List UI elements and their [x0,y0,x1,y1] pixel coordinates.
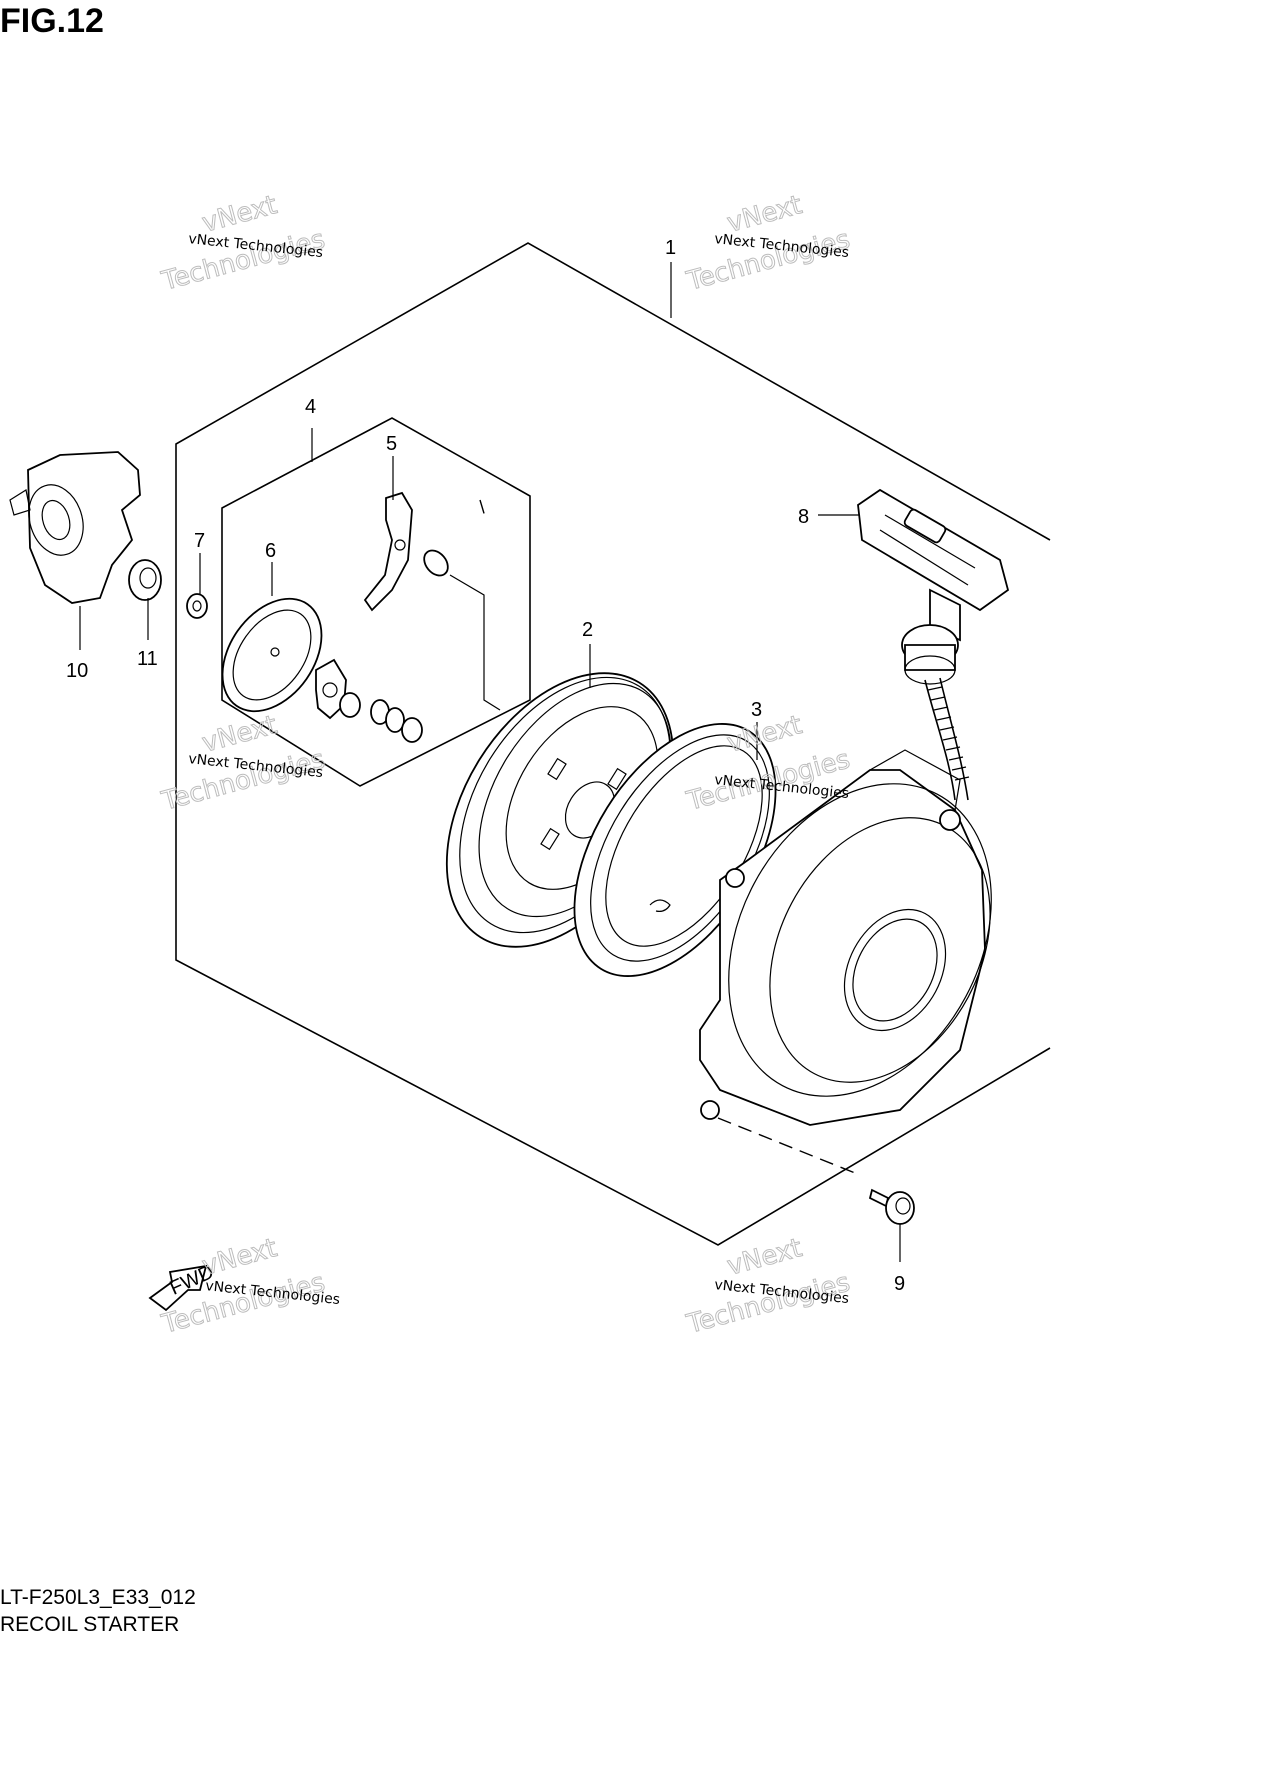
callout-11: 11 [137,648,158,670]
assembly-frame [175,242,1051,1246]
watermark-top-left: vNext Technologies vNext Technologies [158,190,329,298]
svg-text:Technologies: Technologies [158,745,328,817]
small-parts-stack [315,658,423,743]
watermark-top-right: vNext Technologies vNext Technologies [683,190,854,298]
leader-lines [79,262,901,1262]
part-5-ratchet-pawl [363,491,449,612]
part-6-friction-plate [221,597,323,713]
part-11-nut [128,559,162,601]
part-10-drive-cup [9,451,141,604]
starter-case [699,749,992,1126]
callout-9: 9 [894,1273,905,1295]
svg-text:vNext: vNext [199,710,280,759]
svg-text:vNext: vNext [199,190,280,239]
callout-2: 2 [582,619,593,641]
part-7-washer [186,593,208,619]
part-8-handle [857,488,1010,801]
subassembly-frame [221,417,531,787]
svg-text:Technologies: Technologies [158,225,328,297]
svg-text:Technologies: Technologies [683,225,853,297]
callout-5: 5 [386,433,397,455]
figure-title: FIG.12 [0,2,104,40]
watermark-bottom-right: vNext Technologies vNext Technologies [683,1233,854,1341]
part-9-bolt [868,1188,915,1225]
svg-text:vNext: vNext [724,190,805,239]
callout-8: 8 [798,506,809,528]
callout-numbers: 1 2 3 4 5 6 7 8 9 10 11 [66,237,905,1295]
callout-1: 1 [665,237,676,259]
callout-4: 4 [305,396,316,418]
callout-10: 10 [66,660,88,682]
callout-6: 6 [265,540,276,562]
diagram-code: LT-F250L3_E33_012 [0,1586,196,1609]
callout-3: 3 [751,699,762,721]
diagram-name: RECOIL STARTER [0,1613,180,1636]
svg-text:vNext: vNext [199,1233,280,1282]
callout-7: 7 [194,530,205,552]
svg-text:vNext: vNext [724,1233,805,1282]
watermark-mid-left: vNext Technologies vNext Technologies [158,710,329,818]
